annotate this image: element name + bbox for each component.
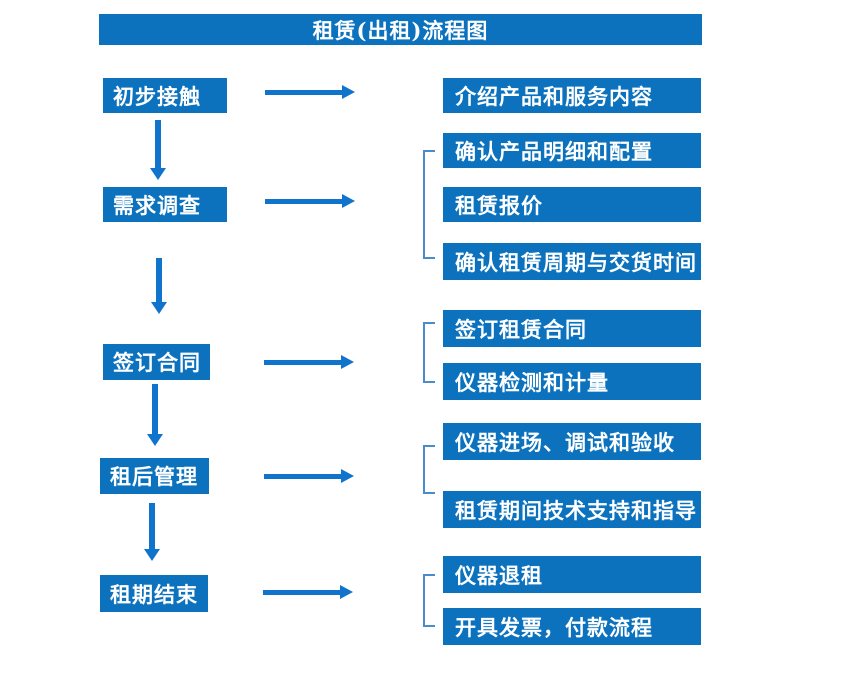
right-arrow-icon bbox=[264, 469, 354, 483]
step-box-sign-contract: 签订合同 bbox=[103, 344, 210, 380]
right-arrow-icon bbox=[264, 355, 354, 369]
detail-box-confirm-rental-period-delivery: 确认租赁周期与交货时间 bbox=[443, 243, 701, 280]
right-arrow-icon bbox=[265, 85, 355, 99]
flowchart-title-bar: 租赁(出租)流程图 bbox=[99, 14, 702, 45]
detail-label: 租赁报价 bbox=[455, 192, 543, 218]
detail-box-technical-support-guidance: 租赁期间技术支持和指导 bbox=[443, 491, 701, 528]
down-arrow-icon bbox=[151, 258, 167, 314]
detail-label: 仪器检测和计量 bbox=[455, 369, 609, 395]
detail-label: 开具发票，付款流程 bbox=[455, 614, 653, 640]
right-arrow-icon bbox=[263, 585, 353, 599]
detail-box-instrument-inspection-metering: 仪器检测和计量 bbox=[443, 363, 701, 400]
step-box-initial-contact: 初步接触 bbox=[103, 78, 227, 113]
detail-box-instrument-return: 仪器退租 bbox=[443, 556, 701, 593]
detail-label: 介绍产品和服务内容 bbox=[455, 83, 653, 109]
step-box-post-rental-management: 租后管理 bbox=[100, 458, 209, 494]
group-bracket bbox=[423, 574, 435, 627]
detail-label: 仪器退租 bbox=[455, 562, 543, 588]
step-box-rental-end: 租期结束 bbox=[100, 575, 208, 612]
step-label: 初步接触 bbox=[113, 83, 201, 109]
right-arrow-icon bbox=[265, 194, 355, 208]
detail-label: 仪器进场、调试和验收 bbox=[455, 429, 675, 455]
detail-box-rental-quotation: 租赁报价 bbox=[443, 187, 701, 222]
detail-label: 确认租赁周期与交货时间 bbox=[455, 249, 697, 275]
group-bracket bbox=[423, 150, 435, 259]
group-bracket bbox=[423, 445, 435, 494]
detail-label: 租赁期间技术支持和指导 bbox=[455, 497, 697, 523]
detail-label: 签订租赁合同 bbox=[455, 316, 587, 342]
detail-box-instrument-setup-acceptance: 仪器进场、调试和验收 bbox=[443, 423, 701, 460]
down-arrow-icon bbox=[150, 120, 166, 180]
detail-box-sign-rental-contract: 签订租赁合同 bbox=[443, 310, 701, 347]
down-arrow-icon bbox=[144, 503, 160, 561]
detail-box-invoice-payment-process: 开具发票，付款流程 bbox=[443, 608, 701, 645]
step-label: 租后管理 bbox=[110, 464, 198, 489]
detail-box-introduce-products-services: 介绍产品和服务内容 bbox=[443, 78, 701, 113]
down-arrow-icon bbox=[147, 384, 163, 446]
step-label: 租期结束 bbox=[110, 581, 198, 607]
detail-box-confirm-product-details-config: 确认产品明细和配置 bbox=[443, 133, 701, 168]
step-label: 需求调查 bbox=[113, 192, 201, 218]
step-label: 签订合同 bbox=[113, 350, 201, 375]
flowchart-title: 租赁(出租)流程图 bbox=[312, 17, 489, 43]
group-bracket bbox=[423, 322, 435, 383]
detail-label: 确认产品明细和配置 bbox=[455, 138, 653, 164]
step-box-demand-survey: 需求调查 bbox=[103, 187, 227, 222]
